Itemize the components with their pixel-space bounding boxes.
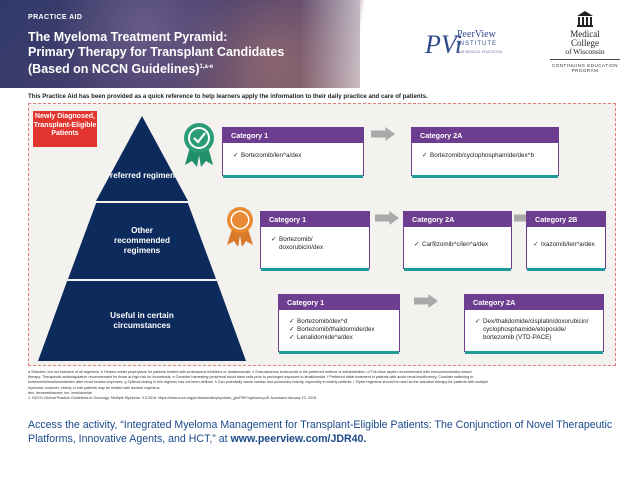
other-category-1-card: Category 1 Bortezomib/ doxorubicin/dex xyxy=(260,211,370,271)
mcw-logo: Medical College of Wisconsin CONTINUING … xyxy=(540,10,630,80)
regimen-item: Carfilzomib^c/len^a/dex xyxy=(414,241,503,249)
activity-link[interactable]: www.peerview.com/JDR40. xyxy=(230,433,367,445)
arrow-right-icon xyxy=(414,294,438,308)
intro-text: This Practice Aid has been provided as a… xyxy=(28,93,428,100)
card-title: Category 2B xyxy=(527,212,605,227)
header-banner: PRACTICE AID The Myeloma Treatment Pyram… xyxy=(0,0,638,88)
arrow-right-icon xyxy=(375,211,399,225)
pyramid-bottom-tier: Useful in certain circumstances xyxy=(38,281,246,361)
practice-aid-label: PRACTICE AID xyxy=(28,14,83,21)
useful-category-2a-card: Category 2A Dex/thalidomide/cisplatin/do… xyxy=(464,294,604,354)
regimen-item: Bortezomib/len^a/dex xyxy=(233,152,355,160)
newly-diagnosed-badge: Newly Diagnosed, Transplant-Eligible Pat… xyxy=(33,111,97,147)
page-title: The Myeloma Treatment Pyramid: Primary T… xyxy=(28,30,285,77)
card-title: Category 1 xyxy=(223,128,363,143)
arrow-right-icon xyxy=(371,127,395,141)
card-title: Category 2A xyxy=(465,295,603,310)
peerview-logo: PVi PeerView INSTITUTE FOR MEDICAL EDUCA… xyxy=(425,29,503,60)
card-title: Category 2A xyxy=(412,128,558,143)
preferred-category-2a-card: Category 2A Bortezomib/cyclophosphamide/… xyxy=(411,127,559,178)
other-category-2a-card: Category 2A Carfilzomib^c/len^a/dex xyxy=(403,211,512,271)
peerview-mark: PVi xyxy=(425,30,463,59)
preferred-category-1-card: Category 1 Bortezomib/len^a/dex xyxy=(222,127,364,178)
regimen-item: Bortezomib/thalidomide/dex xyxy=(289,326,391,334)
footnotes: a Selected, but not inclusive of all reg… xyxy=(28,370,488,401)
pyramid-middle-tier: Other recommended regimens xyxy=(68,203,216,279)
award-ribbon-icon xyxy=(184,123,214,167)
card-title: Category 2A xyxy=(404,212,511,227)
regimen-item: Bortezomib/dex^d xyxy=(289,318,391,326)
card-title: Category 1 xyxy=(279,295,399,310)
other-category-2b-card: Category 2B Ixazomib/len^a/dex xyxy=(526,211,606,271)
regimen-item: Bortezomib/cyclophosphamide/dex^b xyxy=(422,152,550,160)
regimen-item: Ixazomib/len^a/dex xyxy=(533,241,597,249)
regimen-item: Bortezomib/ doxorubicin/dex xyxy=(271,236,345,252)
college-building-icon xyxy=(577,11,593,27)
regimen-item: Lenalidomide^a/dex xyxy=(289,334,391,342)
useful-category-1-card: Category 1 Bortezomib/dex^d Bortezomib/t… xyxy=(278,294,400,354)
access-activity-text: Access the activity, “Integrated Myeloma… xyxy=(28,419,613,445)
award-ribbon-icon xyxy=(227,207,253,247)
regimen-item: Dex/thalidomide/cisplatin/doxorubicin/ c… xyxy=(475,318,595,342)
card-title: Category 1 xyxy=(261,212,369,227)
